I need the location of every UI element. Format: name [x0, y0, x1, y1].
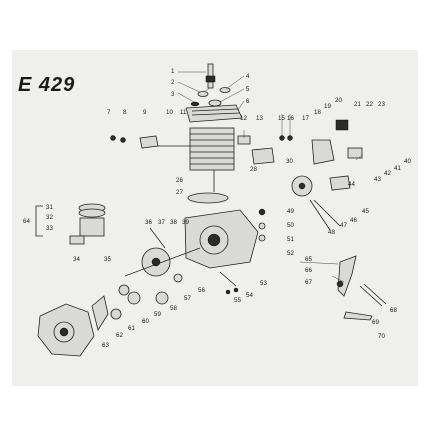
- callout-23: 23: [378, 101, 385, 108]
- crankcase-washers: [258, 208, 266, 242]
- head-nuts: [190, 87, 231, 107]
- callout-55: 55: [234, 297, 241, 304]
- callout-16: 16: [287, 115, 294, 122]
- callout-65: 65: [305, 256, 312, 263]
- callout-7: 7: [107, 109, 111, 116]
- callout-31: 31: [46, 204, 53, 211]
- callout-18: 18: [314, 109, 321, 116]
- callout-53: 53: [260, 280, 267, 287]
- callout-35: 35: [104, 256, 111, 263]
- bracket-64: [35, 205, 43, 237]
- callout-54: 54: [246, 292, 253, 299]
- diagram-title: E 429: [18, 74, 76, 96]
- piston: [69, 203, 106, 245]
- crankshaft: [124, 227, 201, 277]
- callout-63: 63: [102, 342, 109, 349]
- callout-26: 26: [176, 177, 183, 184]
- callout-28: 28: [250, 166, 257, 173]
- callout-37: 37: [158, 219, 165, 226]
- magneto-parts: [291, 119, 363, 231]
- callout-56: 56: [198, 287, 205, 294]
- cylinder-studs: [158, 145, 215, 192]
- cylinder-head: [185, 104, 243, 123]
- callout-15: 15: [278, 115, 285, 122]
- left-small-parts: [110, 135, 159, 149]
- callout-36: 36: [145, 219, 152, 226]
- callout-44: 44: [348, 181, 355, 188]
- callout-20: 20: [335, 97, 342, 104]
- callout-51: 51: [287, 236, 294, 243]
- seals-bearings: [110, 273, 183, 320]
- callout-60: 60: [142, 318, 149, 325]
- callout-1: 1: [171, 68, 175, 75]
- callout-19: 19: [324, 103, 331, 110]
- callout-50: 50: [287, 222, 294, 229]
- callout-17: 17: [302, 115, 309, 122]
- callout-10: 10: [166, 109, 173, 116]
- callout-30: 30: [286, 158, 293, 165]
- callout-45: 45: [362, 208, 369, 215]
- lever-parts: [336, 255, 387, 321]
- callout-62: 62: [116, 332, 123, 339]
- intake-parts: [237, 135, 293, 165]
- crankcase: [184, 209, 259, 269]
- callout-labels: 1 2 3 4 5 6 7 8 9 10 11 12 13 15 16 17 1…: [23, 68, 411, 349]
- callout-67: 67: [305, 279, 312, 286]
- callout-2: 2: [171, 79, 175, 86]
- callout-12: 12: [240, 115, 247, 122]
- callout-64: 64: [23, 218, 30, 225]
- spark-plug: [205, 63, 216, 89]
- callout-6: 6: [246, 98, 250, 105]
- callout-13: 13: [256, 115, 263, 122]
- callout-43: 43: [374, 176, 381, 183]
- callout-40: 40: [404, 158, 411, 165]
- callout-11: 11: [180, 109, 187, 116]
- cylinder: [189, 127, 235, 171]
- callout-34: 34: [73, 256, 80, 263]
- callout-32: 32: [46, 214, 53, 221]
- callout-42: 42: [384, 170, 391, 177]
- callout-49: 49: [287, 208, 294, 215]
- callout-61: 61: [128, 325, 135, 332]
- callout-22: 22: [366, 101, 373, 108]
- callout-70: 70: [378, 333, 385, 340]
- callout-57: 57: [184, 295, 191, 302]
- callout-41: 41: [394, 165, 401, 172]
- callout-21: 21: [354, 101, 361, 108]
- clutch-cover: [37, 295, 109, 357]
- callout-27: 27: [176, 189, 183, 196]
- callout-69: 69: [372, 319, 379, 326]
- callout-52: 52: [287, 250, 294, 257]
- callout-8: 8: [123, 109, 127, 116]
- callout-39: 39: [182, 219, 189, 226]
- crankcase-bolts: [219, 271, 239, 295]
- callout-48: 48: [328, 229, 335, 236]
- callout-9: 9: [143, 109, 147, 116]
- callout-5: 5: [246, 86, 250, 93]
- callout-68: 68: [390, 307, 397, 314]
- callout-58: 58: [170, 305, 177, 312]
- callout-3: 3: [171, 91, 175, 98]
- callout-33: 33: [46, 225, 53, 232]
- leader-lines: [177, 71, 363, 283]
- callout-46: 46: [350, 217, 357, 224]
- callout-38: 38: [170, 219, 177, 226]
- callout-59: 59: [154, 311, 161, 318]
- callout-4: 4: [246, 73, 250, 80]
- callout-66: 66: [305, 267, 312, 274]
- callout-47: 47: [340, 222, 347, 229]
- cylinder-gasket: [187, 192, 229, 204]
